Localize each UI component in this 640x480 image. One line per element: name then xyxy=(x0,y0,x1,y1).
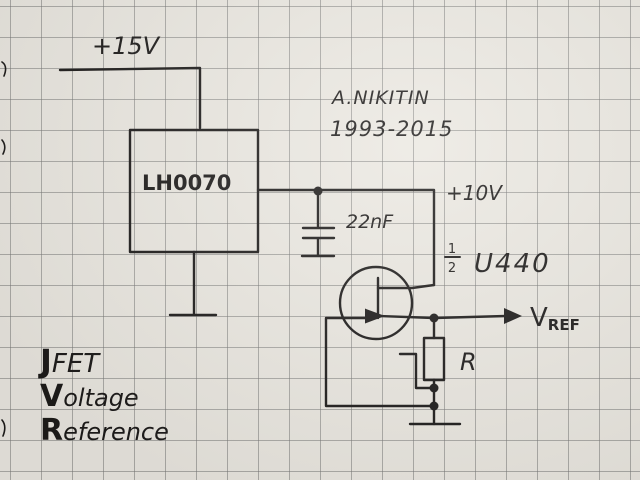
supply-wire xyxy=(58,66,202,130)
vref-wire xyxy=(432,314,508,320)
title-line-2: Voltage xyxy=(40,379,139,414)
author-label: A.NIKITIN xyxy=(330,87,430,109)
jfet-part-label: U440 xyxy=(474,249,551,279)
jfet-gate-arrow xyxy=(365,308,385,324)
gate-feedback-wire xyxy=(324,316,436,408)
junction-dot-gate xyxy=(429,401,439,411)
jfet-fraction-num: 1 xyxy=(448,242,456,257)
title-block: JFET Voltage Reference xyxy=(38,342,169,448)
vref-arrowhead xyxy=(504,308,522,324)
jfet-fraction-den: 2 xyxy=(448,261,456,276)
capacitor xyxy=(300,189,336,258)
junction-dot-trim xyxy=(429,383,439,393)
title-line-1: JFET xyxy=(38,342,101,380)
resistor-label: R xyxy=(460,348,477,376)
output-rail-label: +10V xyxy=(446,181,503,205)
ic-label: LH0070 xyxy=(142,171,231,195)
output-rail-wire xyxy=(256,188,436,287)
trim-tap xyxy=(398,352,436,390)
vref-label: VREF xyxy=(530,303,580,334)
jfet-source xyxy=(376,314,436,320)
years-label: 1993-2015 xyxy=(330,117,453,141)
jfet-drain xyxy=(376,283,436,290)
capacitor-label: 22nF xyxy=(346,211,394,233)
resistor-body xyxy=(422,336,446,382)
binder-marks xyxy=(1,61,7,437)
title-line-3: Reference xyxy=(40,413,169,448)
jfet-circle xyxy=(338,265,414,341)
supply-label: +15V xyxy=(92,32,161,60)
